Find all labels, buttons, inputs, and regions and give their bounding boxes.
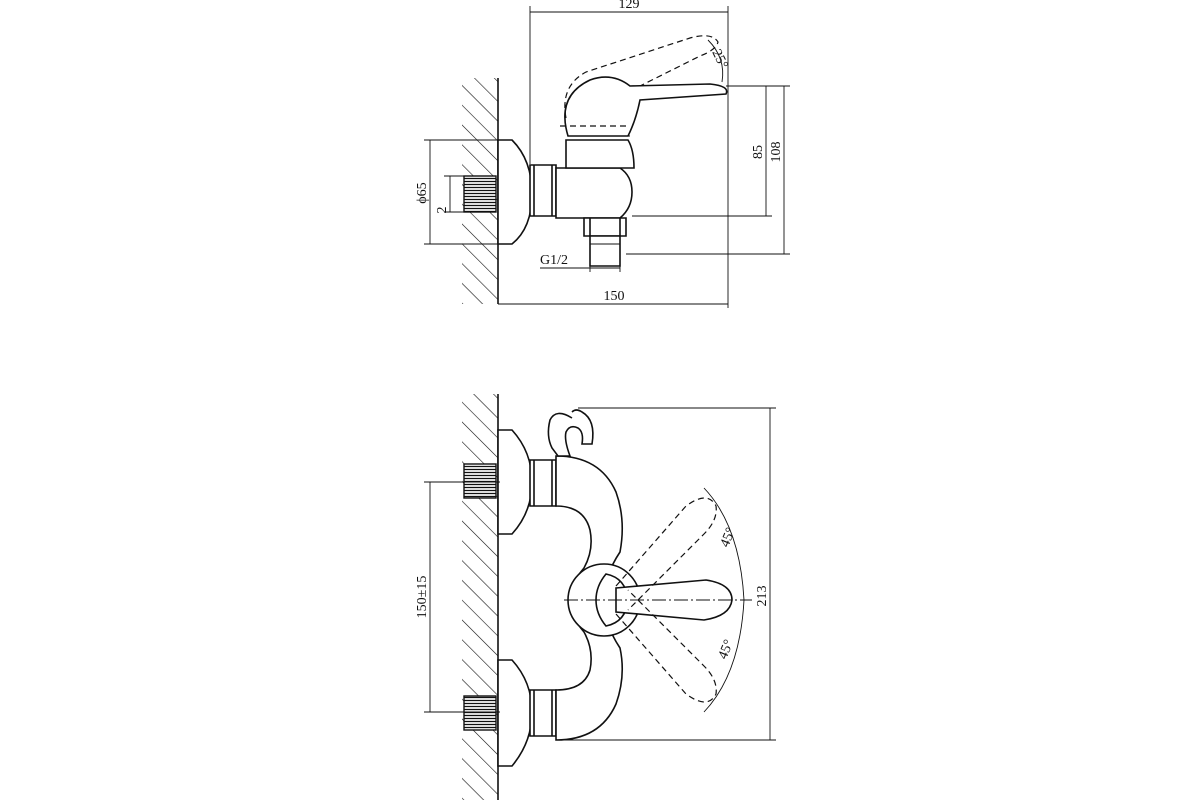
dim-label-2: 2	[435, 207, 450, 214]
outlet-thread-side	[589, 235, 621, 267]
outlet-nut-side	[583, 217, 627, 237]
wall-section-bottom	[462, 394, 498, 800]
threaded-inlet-lower	[463, 695, 497, 731]
dim-arc-45-upper	[703, 487, 745, 601]
front-view: 45° 45° 150±15 213	[415, 394, 776, 800]
dim-label-129: 129	[619, 0, 640, 12]
escutcheon-side	[497, 139, 533, 245]
dim-label-150: 150	[604, 289, 625, 304]
threaded-inlet-upper	[463, 463, 497, 499]
dim-arc-45-lower	[703, 599, 745, 713]
dim-label-45-lower: 45°	[716, 638, 737, 662]
lever-cap-side	[564, 76, 728, 137]
mixer-body-side	[555, 167, 633, 219]
threaded-inlet-side	[463, 175, 497, 213]
dim-arc-25	[707, 39, 724, 83]
side-view: 129 25° 85 108 ϕ65 2 G1/2 150	[415, 0, 790, 308]
dim-label-centers: 150±15	[415, 576, 430, 619]
union-nut-side	[529, 164, 557, 217]
lever-raised-side	[564, 35, 719, 119]
dim-label-thread: G1/2	[540, 253, 568, 268]
shower-holder	[547, 409, 594, 457]
cartridge-housing-side	[565, 139, 635, 169]
lever-lower-position	[615, 589, 717, 703]
union-nut-lower	[529, 689, 557, 737]
dim-label-213: 213	[755, 586, 770, 607]
escutcheon-lower	[497, 659, 533, 767]
dim-label-108: 108	[769, 142, 784, 163]
dim-label-45-upper: 45°	[718, 526, 739, 550]
union-nut-upper	[529, 459, 557, 507]
dim-label-65: ϕ65	[415, 182, 430, 203]
lever-upper-position	[615, 497, 717, 611]
dim-label-85: 85	[751, 145, 766, 159]
escutcheon-upper	[497, 429, 533, 535]
